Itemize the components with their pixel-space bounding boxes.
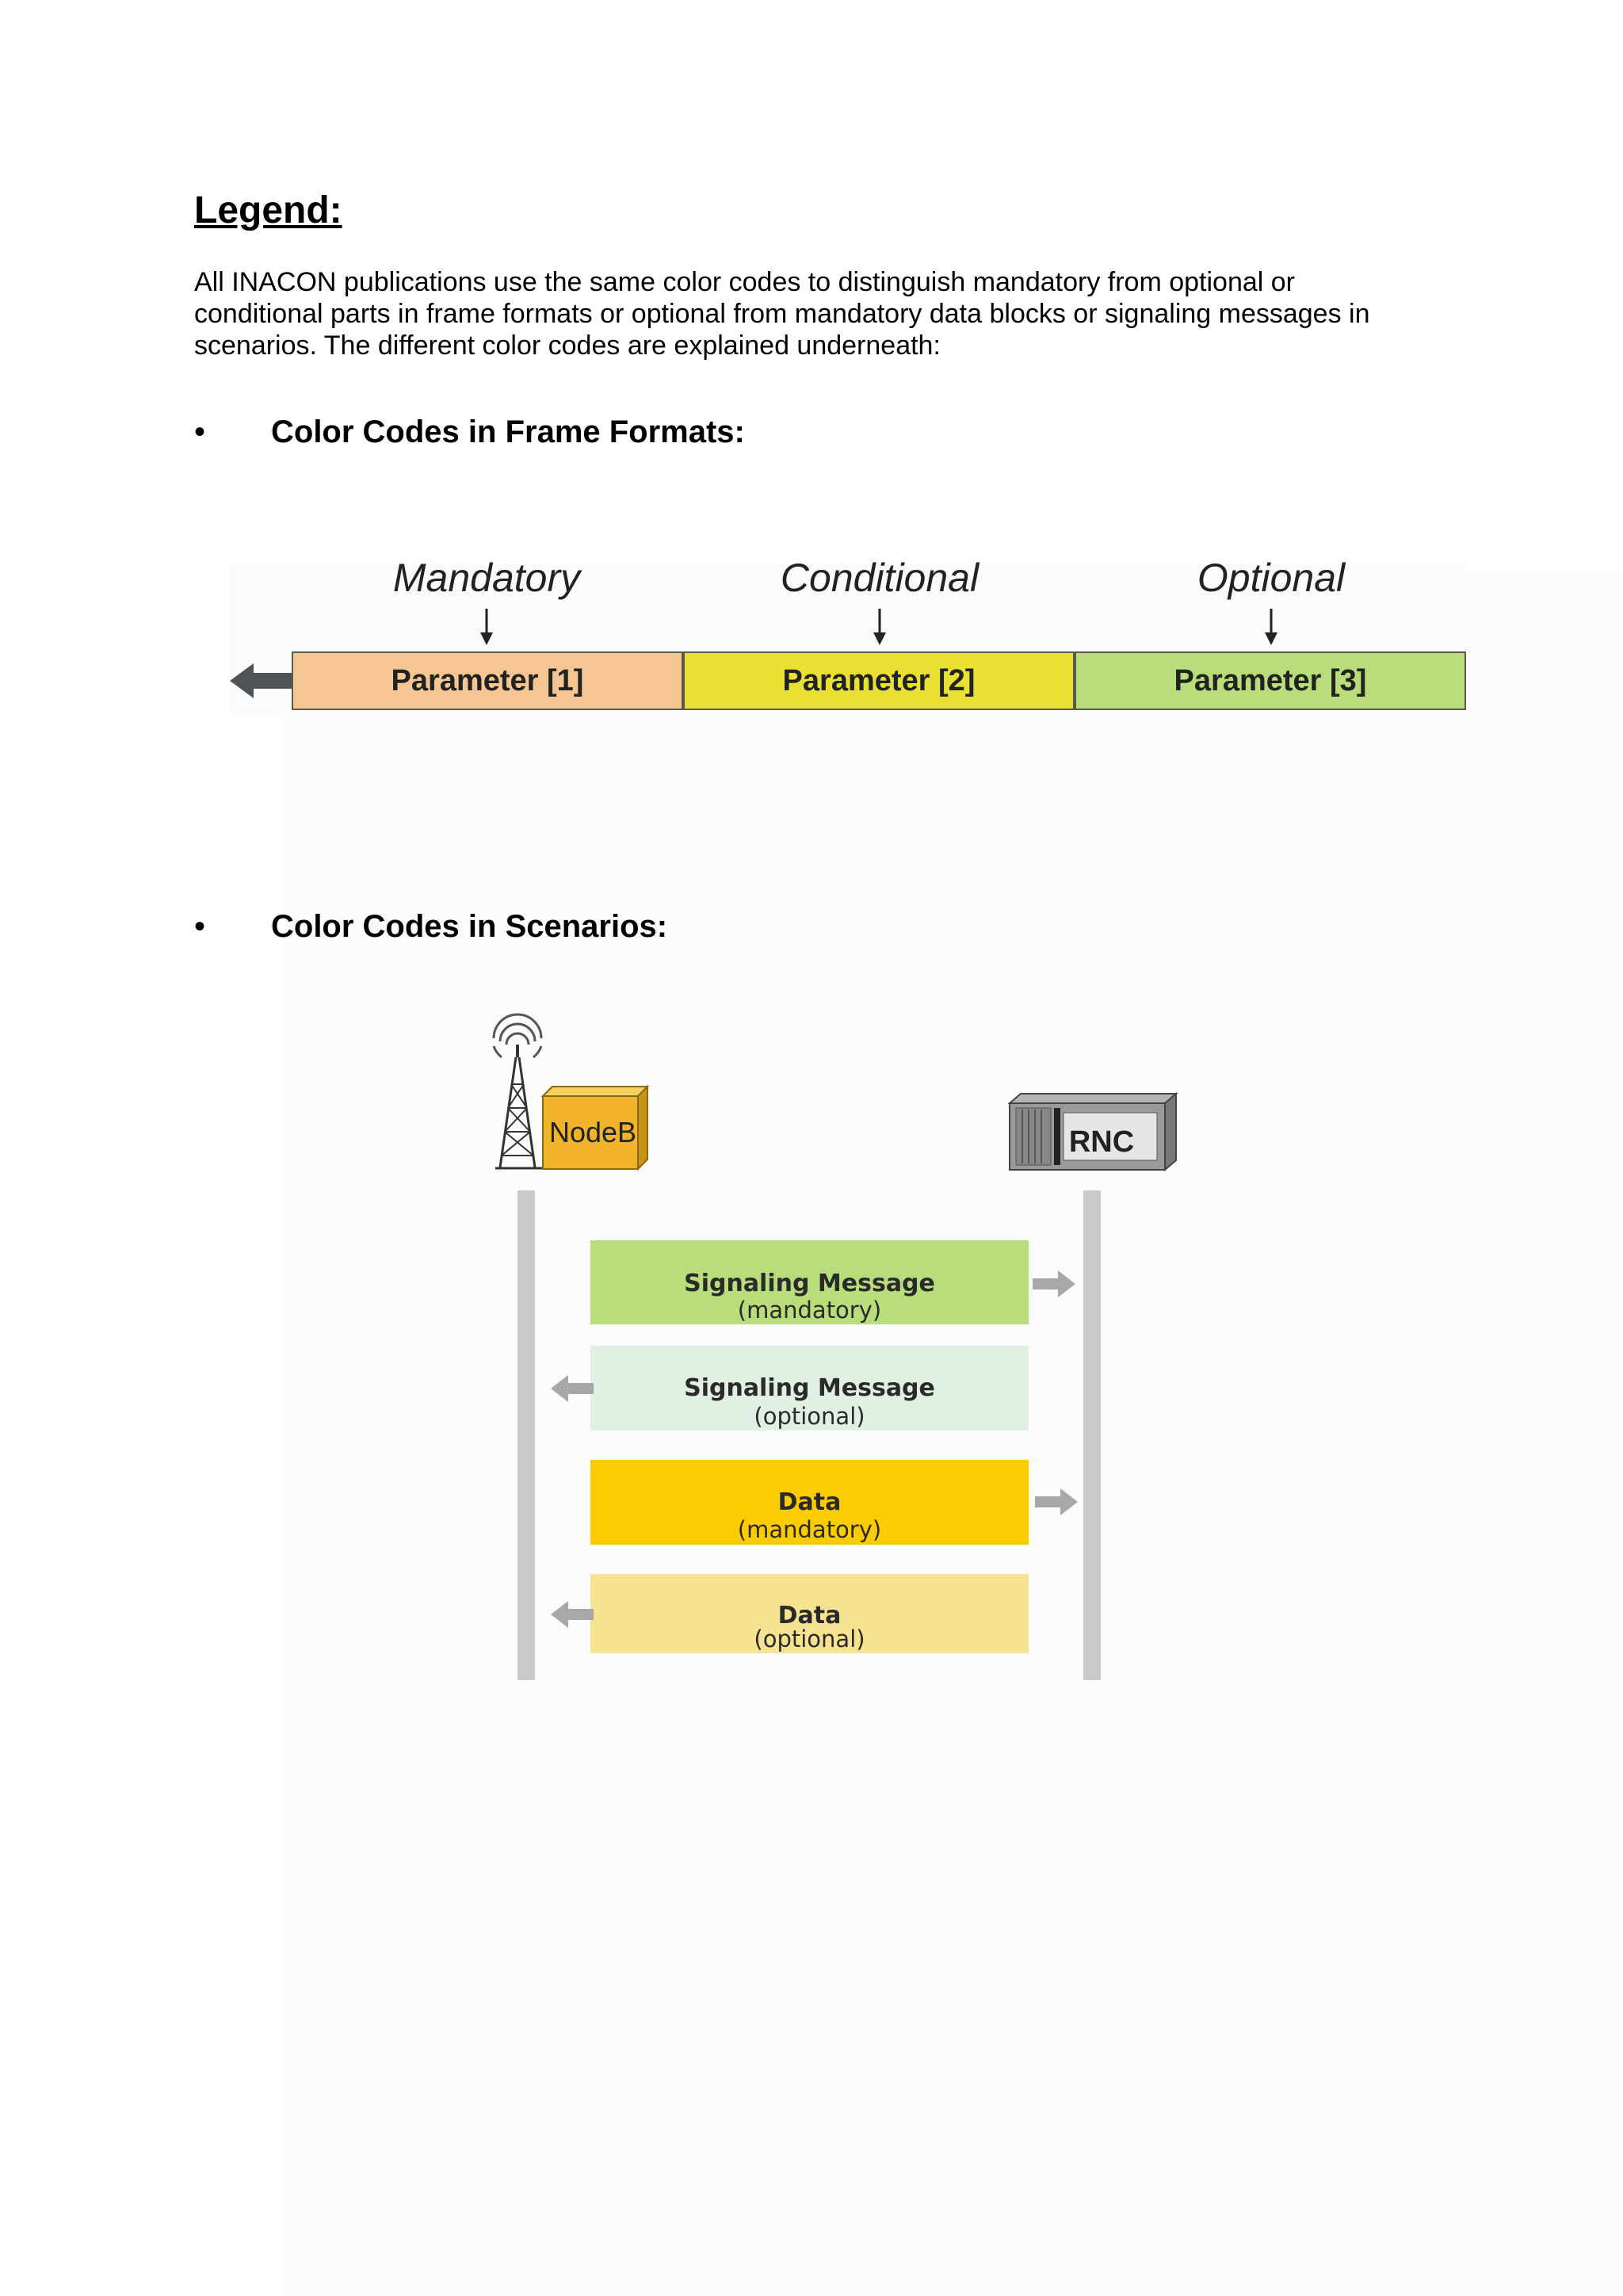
data-mandatory: Data (mandatory) [590, 1460, 1029, 1545]
message-status: (optional) [754, 1626, 865, 1652]
data-optional: Data (optional) [590, 1574, 1029, 1653]
message-status: (mandatory) [737, 1516, 882, 1543]
intro-paragraph: All INACON publications use the same col… [194, 267, 1370, 361]
message-title: Signaling Message [684, 1374, 935, 1402]
left-arrow-icon [551, 1601, 594, 1628]
label-conditional: Conditional [780, 556, 980, 600]
nodeb-lifeline [517, 1190, 535, 1680]
parameter-1-box: Parameter [1] [292, 651, 683, 710]
down-arrow-icon [873, 609, 886, 645]
rnc-server-icon [1008, 1092, 1178, 1171]
label-mandatory: Mandatory [392, 556, 581, 600]
down-arrow-icon [480, 609, 493, 645]
parameter-2-box: Parameter [2] [683, 651, 1075, 710]
legend-heading: Legend: [194, 189, 342, 231]
signaling-message-mandatory: Signaling Message (mandatory) [590, 1240, 1029, 1324]
section-title: Color Codes in Scenarios: [271, 909, 668, 944]
down-arrow-icon [1265, 609, 1277, 645]
label-optional: Optional [1197, 556, 1346, 600]
message-status: (mandatory) [737, 1297, 882, 1324]
left-arrow-icon [230, 663, 293, 698]
right-arrow-icon [1033, 1270, 1075, 1297]
nodeb-label: NodeB [548, 1116, 637, 1148]
message-title: Data [777, 1602, 842, 1629]
message-title: Data [777, 1488, 842, 1516]
right-arrow-icon [1035, 1488, 1078, 1515]
left-arrow-icon [551, 1375, 594, 1402]
rnc-lifeline [1083, 1190, 1101, 1680]
parameter-3-box: Parameter [3] [1075, 651, 1466, 710]
bullet-icon: • [194, 415, 206, 449]
message-title: Signaling Message [684, 1270, 935, 1297]
section-title: Color Codes in Frame Formats: [271, 415, 745, 449]
bullet-icon: • [194, 909, 206, 944]
rnc-label: RNC [1068, 1125, 1135, 1159]
message-status: (optional) [754, 1403, 865, 1430]
page-background-shade [281, 571, 1623, 2296]
signaling-message-optional: Signaling Message (optional) [590, 1346, 1029, 1431]
nodeb-tower-icon [492, 1013, 650, 1171]
